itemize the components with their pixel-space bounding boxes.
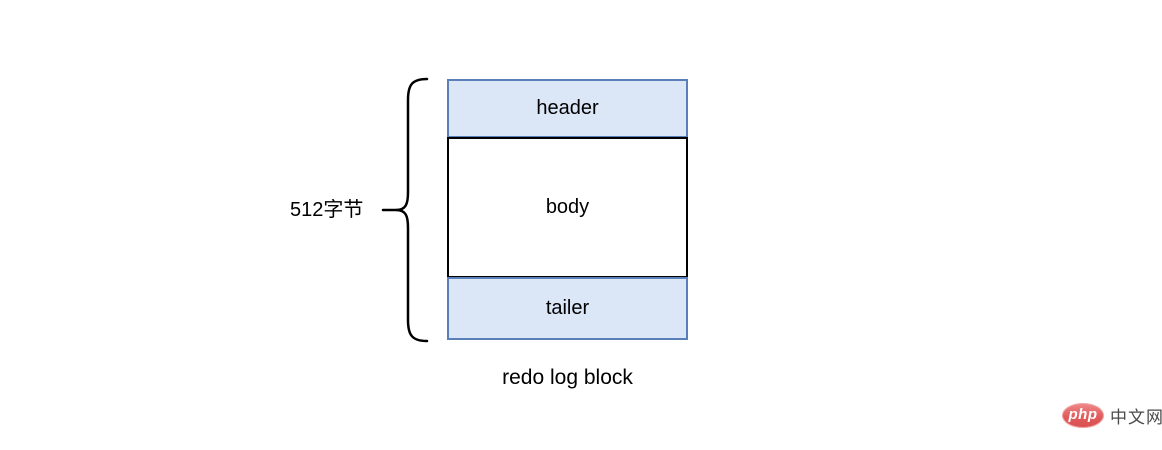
block-body: body — [447, 137, 688, 278]
block-header: header — [447, 79, 688, 138]
block-column: header body tailer — [447, 79, 688, 340]
php-logo-text: php — [1068, 406, 1098, 423]
block-header-label: header — [536, 97, 599, 119]
block-tailer-label: tailer — [545, 297, 590, 319]
block-body-label: body — [545, 196, 590, 218]
block-tailer: tailer — [447, 277, 688, 340]
watermark-site-text: 中文网 — [1110, 408, 1162, 427]
watermark: php 中文网 — [1062, 403, 1162, 428]
size-label: 512字节 — [290, 199, 364, 221]
diagram-caption: redo log block — [502, 366, 633, 389]
brace-path — [395, 77, 429, 343]
php-logo-icon: php — [1062, 403, 1104, 428]
